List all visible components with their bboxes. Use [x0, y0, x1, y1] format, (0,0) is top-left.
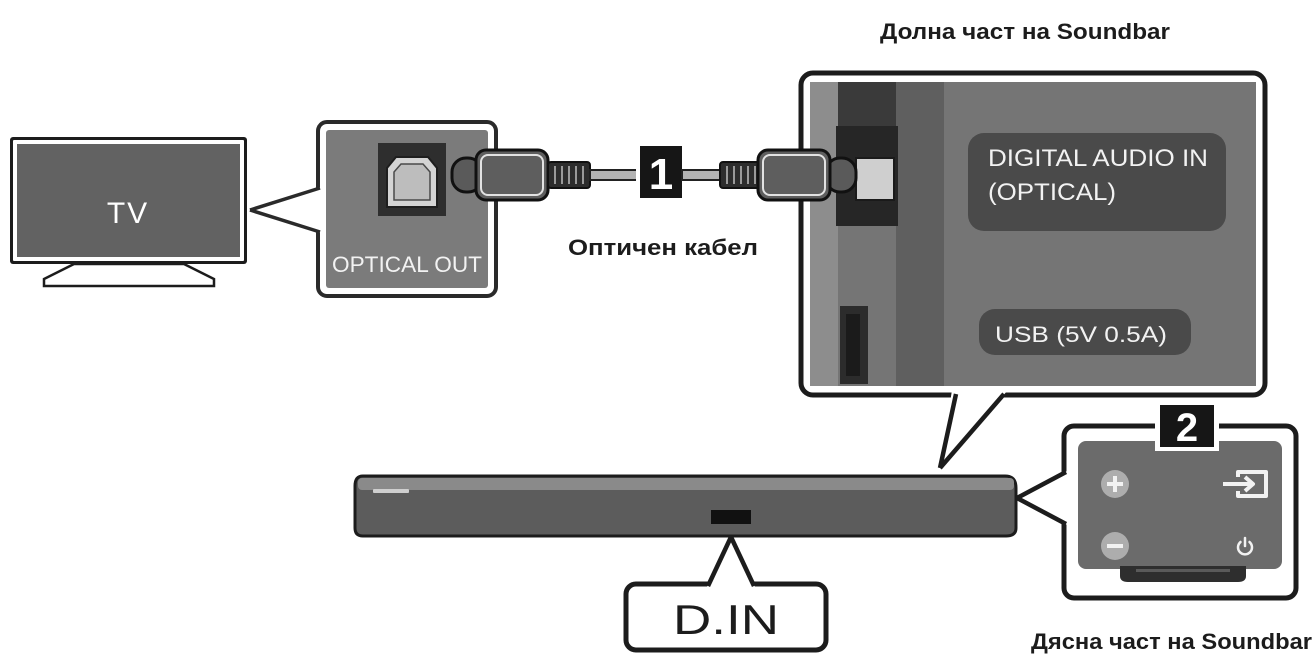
- soundbar-bottom-edge: [810, 82, 838, 386]
- soundbar-top-face: [358, 478, 1014, 490]
- soundbar-bottom-callout-pointer-edge: [938, 392, 1006, 470]
- soundbar-bottom-caption: Долна част на Soundbar: [880, 19, 1170, 44]
- plug-body-highlight: [480, 154, 544, 196]
- soundbar-right-callout-pointer-fill: [1017, 470, 1069, 526]
- usb-port: [840, 306, 868, 384]
- soundbar-body: [353, 474, 1018, 538]
- tv-port-label: OPTICAL OUT: [332, 252, 482, 277]
- soundbar-right-callout-pointer-edge: [1015, 496, 1068, 526]
- optical-cable: 1: [450, 142, 858, 202]
- display-label: D.IN: [673, 596, 779, 643]
- button-panel-lip: [1120, 566, 1246, 582]
- step-2-number: 2: [1176, 406, 1198, 450]
- power-icon: [1236, 536, 1254, 556]
- usb-port-slot: [846, 314, 860, 376]
- soundbar-right-caption: Дясна част на Soundbar: [1031, 629, 1312, 654]
- display-callout-pointer-edge: [728, 536, 757, 587]
- digital-audio-in-label: DIGITAL AUDIO IN: [988, 145, 1208, 172]
- plug-strain-relief-ridges: [554, 166, 584, 184]
- tv-screen: [17, 144, 240, 257]
- soundbar-right-callout: 2: [1015, 401, 1299, 601]
- usb-label-box: [979, 309, 1191, 355]
- brand-logo: [373, 489, 409, 493]
- input-source-arrow: [1223, 475, 1255, 493]
- soundbar-display: [711, 510, 751, 524]
- display-callout-pointer-edge: [705, 536, 734, 587]
- display-callout: D.IN: [623, 536, 829, 653]
- tv-port-callout-pointer-edge: [249, 208, 321, 234]
- step-2-badge: [1160, 405, 1214, 447]
- soundbar-bottom-callout-pointer-edge: [937, 393, 959, 469]
- digital-audio-in-port-socket: [855, 157, 895, 201]
- plug-strain-relief-ridges: [726, 166, 756, 184]
- step-1-badge: [640, 146, 682, 198]
- cable-plug-left: [450, 148, 591, 202]
- input-source-icon: [1223, 470, 1268, 498]
- button-panel-lip-highlight: [1136, 569, 1230, 572]
- plus-glyph: [1107, 476, 1123, 492]
- usb-label: USB (5V 0.5A): [995, 322, 1167, 347]
- input-source-frame: [1236, 470, 1268, 498]
- plug-body: [474, 148, 550, 202]
- soundbar-bottom-callout: DIGITAL AUDIO IN (OPTICAL) USB (5V 0.5A): [798, 70, 1268, 470]
- tv-port-callout-pointer-edge: [249, 186, 321, 212]
- digital-audio-in-label-optical: (OPTICAL): [988, 179, 1116, 206]
- tv-stand: [42, 262, 216, 288]
- button-panel: [1078, 441, 1282, 569]
- plug-body-highlight: [762, 154, 826, 196]
- soundbar-bottom-shadow-band: [896, 82, 944, 386]
- tv-port-callout: OPTICAL OUT: [249, 120, 498, 298]
- display-callout-pointer-fill: [706, 537, 756, 589]
- tv-port-callout-pointer-fill: [250, 186, 324, 234]
- soundbar-bottom-port-housing: [838, 82, 896, 128]
- soundbar-right-callout-pointer-edge: [1015, 470, 1068, 500]
- digital-audio-in-port: [836, 126, 898, 226]
- cable-wire-right: [681, 169, 723, 181]
- plug-body: [756, 148, 832, 202]
- optical-port-slot: [393, 163, 431, 201]
- soundbar: [353, 474, 1018, 538]
- optical-port-icon: [378, 143, 446, 216]
- tv: TV: [10, 137, 247, 288]
- tv-label: TV: [107, 197, 149, 230]
- cable-caption: Оптичен кабел: [568, 235, 758, 260]
- minus-icon: [1101, 532, 1129, 560]
- power-arc: [1236, 540, 1254, 556]
- step-1-number: 1: [649, 150, 673, 199]
- digital-audio-in-label-box: [968, 133, 1226, 231]
- plus-icon: [1101, 470, 1129, 498]
- cable-wire-left: [589, 169, 643, 181]
- cable-plug-right: [719, 148, 858, 202]
